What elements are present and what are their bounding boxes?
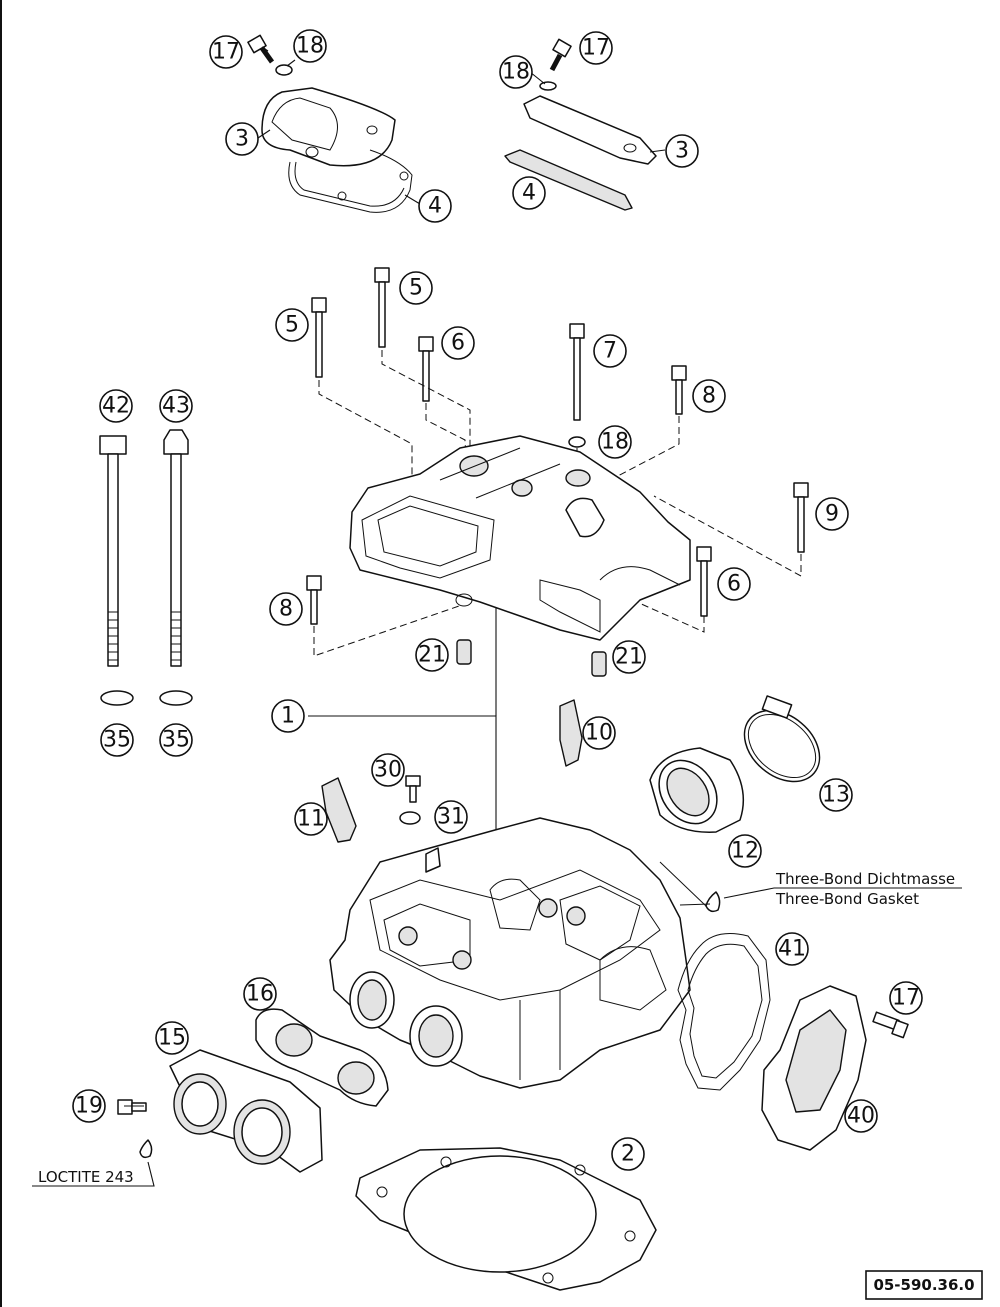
svg-text:31: 31 xyxy=(437,805,465,830)
svg-text:18: 18 xyxy=(502,60,530,85)
callout-21-b: 21 xyxy=(612,640,646,674)
callout-40: 40 xyxy=(844,1099,878,1133)
callout-15: 15 xyxy=(155,1021,189,1055)
svg-text:05-590.36.0: 05-590.36.0 xyxy=(873,1276,974,1294)
drawing-reference: 05-590.36.0 xyxy=(865,1270,983,1300)
svg-text:4: 4 xyxy=(428,194,442,219)
callout-4-a: 4 xyxy=(418,189,452,223)
callout-8-a: 8 xyxy=(692,379,726,413)
callout-17-b: 17 xyxy=(579,31,613,65)
callout-6-a: 6 xyxy=(441,326,475,360)
callout-30: 30 xyxy=(371,753,405,787)
svg-text:12: 12 xyxy=(731,839,759,864)
svg-text:2: 2 xyxy=(621,1142,635,1167)
callout-11: 11 xyxy=(294,802,328,836)
svg-text:3: 3 xyxy=(675,139,689,164)
callout-3-b: 3 xyxy=(665,134,699,168)
svg-text:8: 8 xyxy=(279,597,293,622)
svg-text:41: 41 xyxy=(778,937,806,962)
svg-text:21: 21 xyxy=(418,643,446,668)
callout-7: 7 xyxy=(593,334,627,368)
callout-9: 9 xyxy=(815,497,849,531)
studs-drawing xyxy=(99,429,193,706)
callout-12: 12 xyxy=(728,834,762,868)
valve-cover-left-drawing xyxy=(247,34,413,213)
assembly-lines xyxy=(308,350,802,840)
sealant-note-de: Three-Bond Dichtmasse xyxy=(775,870,955,888)
callout-42: 42 xyxy=(99,389,133,423)
svg-text:7: 7 xyxy=(603,339,617,364)
callout-31: 31 xyxy=(434,800,468,834)
svg-text:35: 35 xyxy=(103,728,131,753)
intake-15-drawing xyxy=(169,1049,323,1173)
svg-text:6: 6 xyxy=(727,572,741,597)
washer-18-left xyxy=(275,64,293,76)
loctite-note: LOCTITE 243 xyxy=(38,1168,134,1186)
svg-text:9: 9 xyxy=(825,502,839,527)
svg-text:15: 15 xyxy=(158,1026,186,1051)
valve-cover-right-drawing xyxy=(504,38,657,211)
small-parts-drawing xyxy=(321,699,583,843)
svg-text:1: 1 xyxy=(281,704,295,729)
svg-text:18: 18 xyxy=(296,34,324,59)
svg-text:5: 5 xyxy=(409,276,423,301)
callout-18-b: 18 xyxy=(499,55,533,89)
svg-text:21: 21 xyxy=(615,645,643,670)
cover-41-40-drawing xyxy=(677,933,909,1151)
bolts-drawing xyxy=(306,267,809,625)
callout-43: 43 xyxy=(159,389,193,423)
svg-text:17: 17 xyxy=(892,986,920,1011)
callout-3-a: 3 xyxy=(225,122,259,156)
callout-35-a: 35 xyxy=(100,723,134,757)
callout-2: 2 xyxy=(611,1137,645,1171)
svg-text:16: 16 xyxy=(246,982,274,1007)
camshaft-carrier-drawing xyxy=(349,435,691,641)
svg-text:13: 13 xyxy=(822,783,850,808)
svg-text:10: 10 xyxy=(585,721,613,746)
callout-21-a: 21 xyxy=(415,638,449,672)
callout-41: 41 xyxy=(775,932,809,966)
callout-18-c: 18 xyxy=(598,425,632,459)
svg-text:3: 3 xyxy=(235,127,249,152)
svg-text:17: 17 xyxy=(582,36,610,61)
head-gasket-drawing xyxy=(355,1147,657,1291)
callout-1: 1 xyxy=(271,699,305,733)
svg-text:43: 43 xyxy=(162,394,190,419)
screw-19-drawing xyxy=(32,1099,155,1187)
callout-17-c: 17 xyxy=(889,981,923,1015)
callout-5-b: 5 xyxy=(275,308,309,342)
svg-text:6: 6 xyxy=(451,331,465,356)
callout-10: 10 xyxy=(582,716,616,750)
intake-boot-drawing xyxy=(649,695,821,833)
callout-8-b: 8 xyxy=(269,592,303,626)
screw-17-left xyxy=(247,34,275,64)
svg-text:11: 11 xyxy=(297,807,325,832)
sealant-drop xyxy=(705,891,721,913)
svg-text:5: 5 xyxy=(285,313,299,338)
callout-35-b: 35 xyxy=(159,723,193,757)
svg-text:35: 35 xyxy=(162,728,190,753)
svg-text:40: 40 xyxy=(847,1104,875,1129)
callout-6-b: 6 xyxy=(717,567,751,601)
svg-text:4: 4 xyxy=(522,181,536,206)
callout-17-a: 17 xyxy=(209,35,243,69)
svg-text:8: 8 xyxy=(702,384,716,409)
callout-5-a: 5 xyxy=(399,271,433,305)
svg-text:19: 19 xyxy=(75,1094,103,1119)
cylinder-head-drawing xyxy=(329,817,691,1089)
svg-text:42: 42 xyxy=(102,394,130,419)
gasket-16-drawing xyxy=(255,1008,389,1107)
callout-13: 13 xyxy=(819,778,853,812)
callout-4-b: 4 xyxy=(512,176,546,210)
callout-16: 16 xyxy=(243,977,277,1011)
svg-text:18: 18 xyxy=(601,430,629,455)
dowels-drawing xyxy=(456,639,607,677)
svg-text:30: 30 xyxy=(374,758,402,783)
callout-18-a: 18 xyxy=(293,29,327,63)
sealant-note-en: Three-Bond Gasket xyxy=(775,890,919,908)
callout-19: 19 xyxy=(72,1089,106,1123)
svg-text:17: 17 xyxy=(212,40,240,65)
